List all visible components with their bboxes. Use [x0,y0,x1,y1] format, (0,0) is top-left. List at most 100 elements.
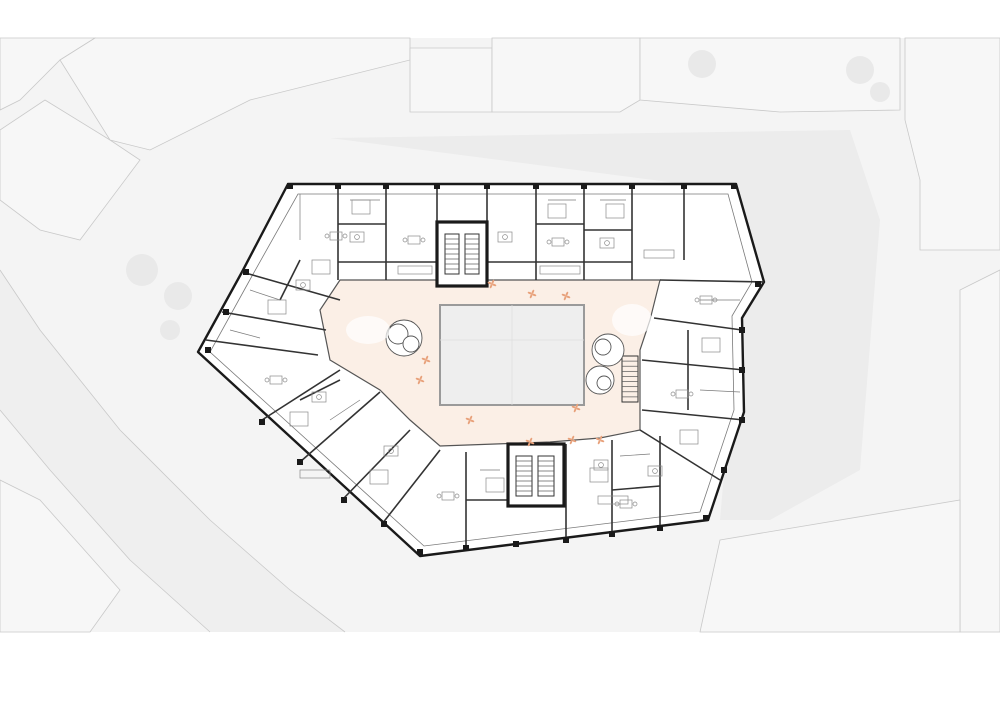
facade-column [335,183,341,189]
partition-wall [641,409,745,421]
facade-column [703,515,709,521]
chair [694,297,700,303]
kitchen-counter [643,249,675,259]
partition-wall [343,429,411,499]
bathroom [593,459,609,471]
plant-leaf [600,439,605,443]
facade-column [609,531,615,537]
chair [454,493,460,499]
toilet [316,394,322,400]
partition-wall [639,429,721,481]
bed [311,259,331,275]
courtyard-plant [415,375,425,385]
door-line [699,389,741,393]
bed [485,477,505,493]
partition-wall [241,271,341,301]
chair [436,493,442,499]
plant-leaf [572,439,577,443]
facade-column [287,183,293,189]
partition-wall [299,391,381,463]
facade-column [739,417,745,423]
chair [688,391,694,397]
plant-leaf [569,440,573,445]
furniture-layout [264,199,721,509]
courtyard-plant [567,435,577,445]
plant-leaf [417,380,421,385]
facade-column [533,183,539,189]
stair-core-north [435,220,489,288]
plant-leaf [470,419,475,423]
courtyard-plant [421,355,431,365]
bathroom [647,465,663,477]
street-edge-line [0,269,346,633]
context-tree-3 [160,320,180,340]
facade-column [381,521,387,527]
plant-leaf [561,293,566,297]
stair-treads-north [444,233,480,275]
structural-columns [205,183,761,555]
street-band [0,270,345,632]
chair [632,501,638,507]
context-block-bottom-left [0,479,121,633]
plant-leaf [415,377,420,381]
context-trees [126,50,890,340]
kitchen-counter [299,469,331,479]
plant-leaf [527,442,531,447]
dining-table [441,491,455,501]
plant-leaf [419,375,423,380]
kitchen-counter [539,265,581,275]
chair [264,377,270,383]
facade-column [383,183,389,189]
context-block-bottom-right [699,499,961,633]
plant-leaf [531,289,535,294]
bed [267,299,287,315]
plant-leaf [595,437,600,441]
chair [402,237,408,243]
plant-leaf [465,417,470,421]
partition-wall [653,317,743,331]
chair [670,391,676,397]
courtyard-paving-east [612,304,652,336]
outer-wall [196,182,766,558]
plant-leaf [420,379,425,383]
bathroom [349,231,365,243]
toilet [300,282,306,288]
partition-wall [221,311,327,331]
facade-column [681,183,687,189]
plant-leaf [487,281,492,285]
facade-column [581,183,587,189]
plant-leaf [575,403,579,408]
context-block-right [904,37,1000,251]
plant-leaf [423,360,427,365]
facade-column [205,347,211,353]
stair-treads-south [515,455,555,497]
facade-column [657,525,663,531]
bathroom [599,237,615,249]
facade-column [513,541,519,547]
chair [712,297,718,303]
plant-leaf [530,441,535,445]
plant-leaf [489,284,493,289]
plant-leaf [527,291,532,295]
plant-leaf [576,407,581,411]
chair [342,233,348,239]
courtyard-plant [571,403,581,413]
chair [324,233,330,239]
dining-table [407,235,421,245]
courtyard-tree-west [385,319,423,357]
partition-wall [641,359,745,371]
plant-leaf [469,415,473,420]
plant-leaf [525,439,530,443]
facade-column [739,367,745,373]
door-line [619,453,651,457]
context-block-right-lower [959,269,1000,633]
courtyard-trees [385,319,625,395]
facade-column [731,183,737,189]
bathroom [383,445,399,457]
context-block-left-1 [0,99,141,241]
bed [351,199,371,215]
courtyard-plant [525,437,535,447]
plant-leaf [565,291,569,296]
